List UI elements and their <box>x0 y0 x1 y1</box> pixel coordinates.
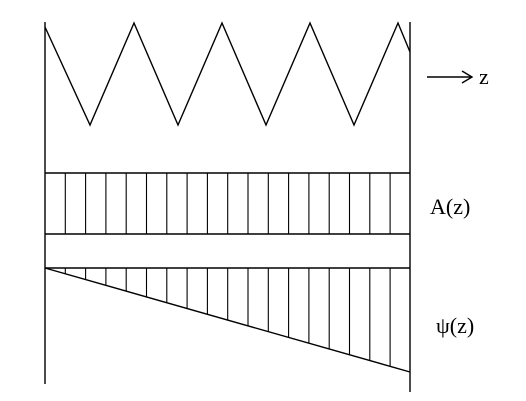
amplitude-hatching <box>64 173 391 234</box>
grating-zigzag <box>44 21 411 127</box>
amplitude-label: A(z) <box>430 194 470 219</box>
z-axis-label: z <box>479 64 489 89</box>
phase-label: ψ(z) <box>436 313 474 338</box>
z-axis-arrow-icon <box>427 70 474 84</box>
phase-hatching <box>64 268 391 367</box>
